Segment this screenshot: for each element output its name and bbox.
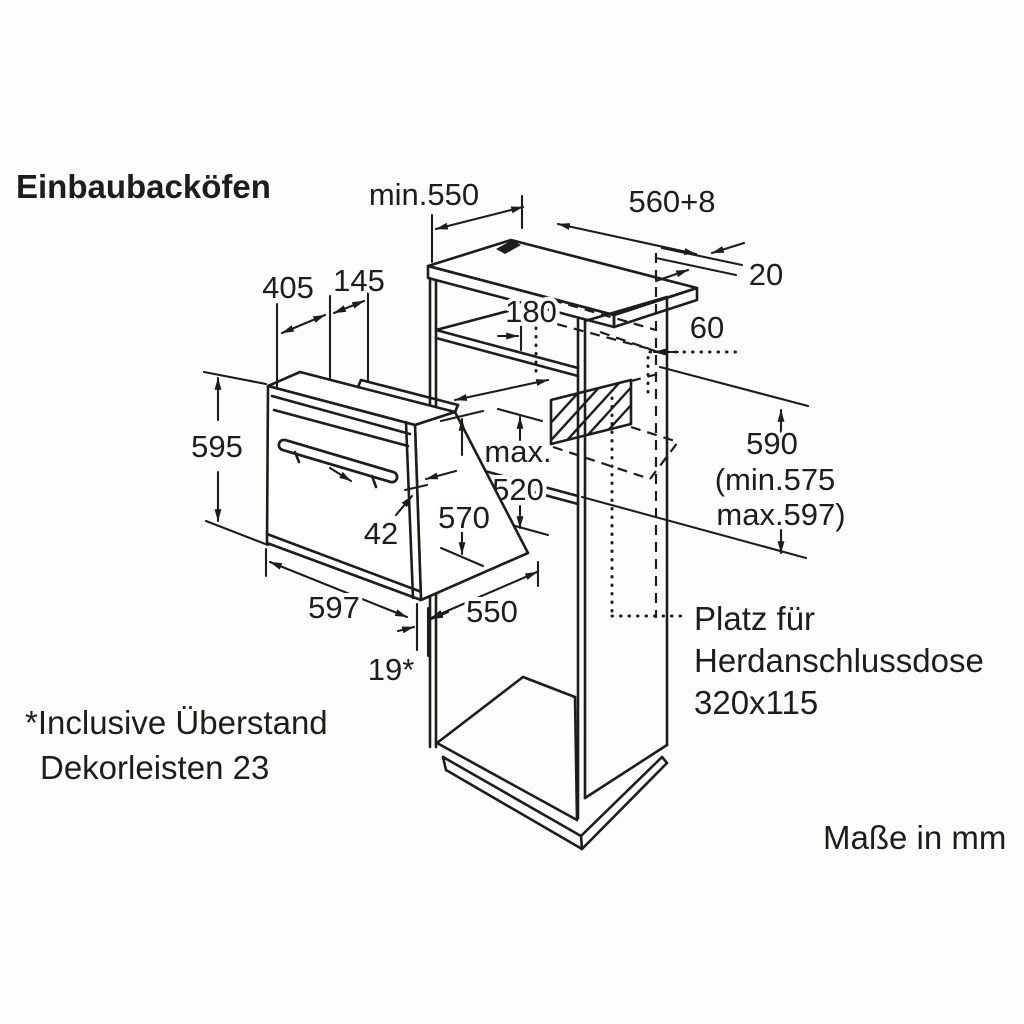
dim-niche-width: 560+8 (556, 180, 720, 256)
dim-oven-height: 595 (187, 370, 270, 547)
footnote-line2: Dekorleisten 23 (40, 749, 269, 786)
dim-label-60: 60 (690, 310, 724, 345)
dim-label-max597: max.597) (716, 497, 845, 532)
dim-oven-top-segments: 405 145 (258, 259, 389, 391)
dim-label-min550: min.550 (369, 177, 479, 212)
dim-label-570: 570 (438, 500, 490, 535)
dim-label-max: max. (484, 434, 551, 469)
connection-box-zone (549, 372, 679, 481)
cabinet-base (435, 675, 669, 851)
oven-door-handle (277, 438, 399, 489)
dim-label-min575: (min.575 (715, 462, 836, 497)
dim-niche-height: 590 (min.575 max.597) (580, 365, 850, 560)
dim-top-compartment: 180 (496, 290, 561, 374)
dim-panel-thickness: 20 (654, 241, 787, 296)
dim-label-560-8: 560+8 (628, 184, 715, 219)
dim-door-overhang: 19* (364, 602, 450, 691)
cabinet-dimensions: min.550 560+8 20 180 60 (365, 173, 850, 618)
dim-rear-clearance: 60 (646, 306, 742, 394)
oven-dimensions: 595 405 145 42 570 (187, 259, 540, 691)
top-compartment-shelf (434, 298, 659, 378)
dim-label-595: 595 (191, 429, 243, 464)
connection-box-locator (610, 396, 688, 618)
units-note: Maße in mm (823, 819, 1006, 856)
corner-wedge-mark (496, 240, 521, 254)
connection-note-line1: Platz für (694, 600, 815, 637)
dim-label-180: 180 (505, 294, 557, 329)
dim-oven-width: 597 (264, 547, 409, 629)
page-title: Einbaubacköfen (16, 168, 271, 205)
dim-label-405: 405 (262, 270, 314, 305)
worktop (426, 238, 699, 329)
connection-note-line2: Herdanschlussdose (694, 642, 984, 679)
footnote-line1: *Inclusive Überstand (25, 704, 328, 741)
dim-label-145: 145 (333, 263, 385, 298)
dim-label-590: 590 (746, 426, 798, 461)
dim-label-550: 550 (466, 594, 518, 629)
dim-niche-depth-min: min.550 (365, 173, 525, 264)
dim-body-height: 570 (434, 409, 494, 568)
oven-drawing (265, 370, 530, 602)
dim-label-597: 597 (308, 590, 360, 625)
text-blocks: Einbaubacköfen *Inclusive Überstand Deko… (16, 168, 1006, 856)
connection-note-line3: 320x115 (694, 684, 818, 721)
dim-label-20: 20 (749, 257, 783, 292)
dim-body-depth: 550 (429, 560, 540, 633)
dim-door-depth: 42 (328, 466, 458, 555)
dim-label-42: 42 (364, 516, 398, 551)
dim-label-19: 19* (368, 652, 415, 687)
